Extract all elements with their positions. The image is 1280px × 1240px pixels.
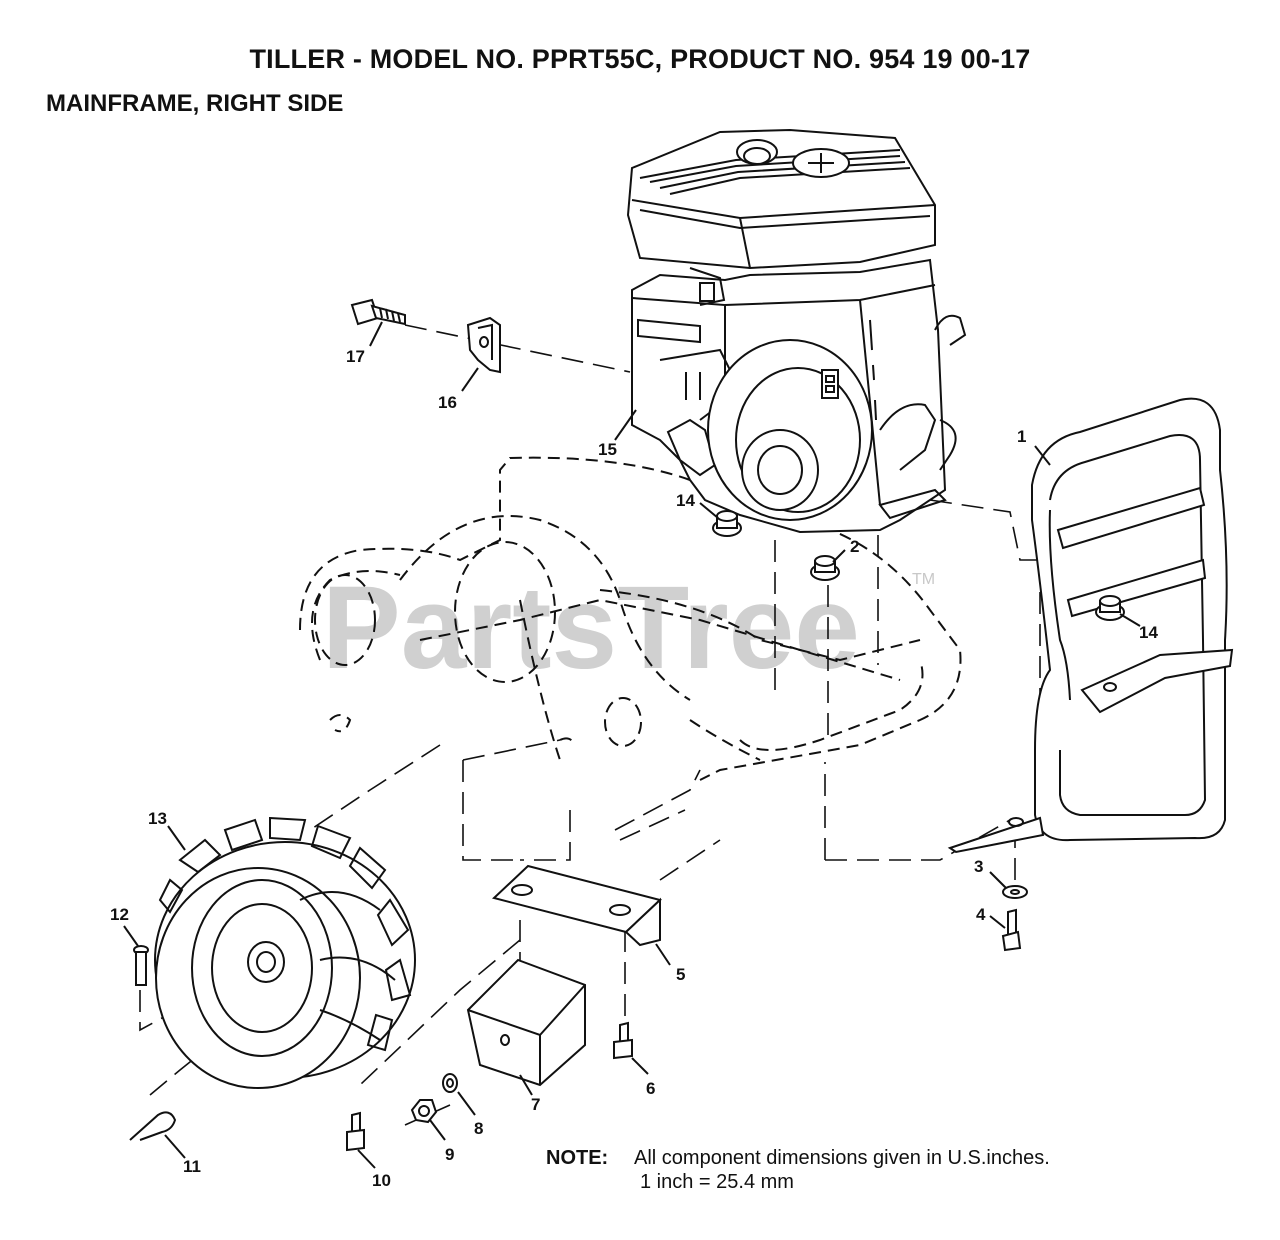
assembly-lines <box>139 324 1113 1126</box>
callout-labels: 1 2 3 4 5 6 7 8 9 10 11 12 13 14 14 15 1… <box>110 347 1158 1190</box>
bolt-17 <box>350 298 406 326</box>
flange-nut-14-left <box>712 510 742 537</box>
wheel-13 <box>154 816 416 1089</box>
callout-10: 10 <box>372 1171 391 1190</box>
hairpin-clip-11 <box>129 1111 177 1141</box>
callout-14-left: 14 <box>676 491 695 510</box>
callout-11: 11 <box>183 1157 201 1176</box>
diagram-subtitle: MAINFRAME, RIGHT SIDE <box>46 90 344 117</box>
callout-17: 17 <box>346 347 365 366</box>
bolt-4 <box>1001 908 1022 952</box>
callout-3: 3 <box>974 857 983 876</box>
callout-5: 5 <box>676 965 685 984</box>
nut-9 <box>410 1099 438 1124</box>
weight-block-7 <box>466 958 586 1087</box>
watermark-tm: TM <box>912 571 935 588</box>
callout-8: 8 <box>474 1119 483 1138</box>
callout-13: 13 <box>148 809 167 828</box>
callout-14-right: 14 <box>1139 623 1158 642</box>
diagram-title: TILLER - MODEL NO. PPRT55C, PRODUCT NO. … <box>249 44 1031 74</box>
callout-7: 7 <box>531 1095 540 1114</box>
callout-6: 6 <box>646 1079 655 1098</box>
watermark: PartsTree TM <box>322 562 935 694</box>
callout-16: 16 <box>438 393 457 412</box>
callout-15: 15 <box>598 440 617 459</box>
leader-lines <box>123 321 1141 1169</box>
note-line-2: 1 inch = 25.4 mm <box>640 1171 794 1193</box>
clip-16 <box>466 316 501 374</box>
callout-9: 9 <box>445 1145 454 1164</box>
bracket-5 <box>491 864 663 947</box>
callout-1: 1 <box>1017 427 1026 446</box>
flange-nut-2 <box>810 555 840 581</box>
note-label: NOTE: <box>546 1147 609 1169</box>
lock-washer-8 <box>442 1073 458 1093</box>
bumper-guard <box>947 397 1234 854</box>
bolt-10 <box>346 1111 365 1152</box>
flange-nut-14-right <box>1095 595 1125 621</box>
callout-2: 2 <box>850 537 859 556</box>
callout-12: 12 <box>110 905 129 924</box>
dimension-note: NOTE: All component dimensions given in U… <box>546 1146 1050 1194</box>
note-line-1: All component dimensions given in U.S.in… <box>634 1147 1050 1169</box>
clevis-pin-12 <box>133 945 149 986</box>
engine <box>626 128 967 534</box>
flange-nuts <box>712 510 1125 621</box>
bolt-6 <box>613 1021 633 1060</box>
tine-housing-outline <box>299 456 962 781</box>
callout-4: 4 <box>976 905 986 924</box>
watermark-text: PartsTree <box>322 562 860 694</box>
washer-3 <box>1002 885 1028 899</box>
